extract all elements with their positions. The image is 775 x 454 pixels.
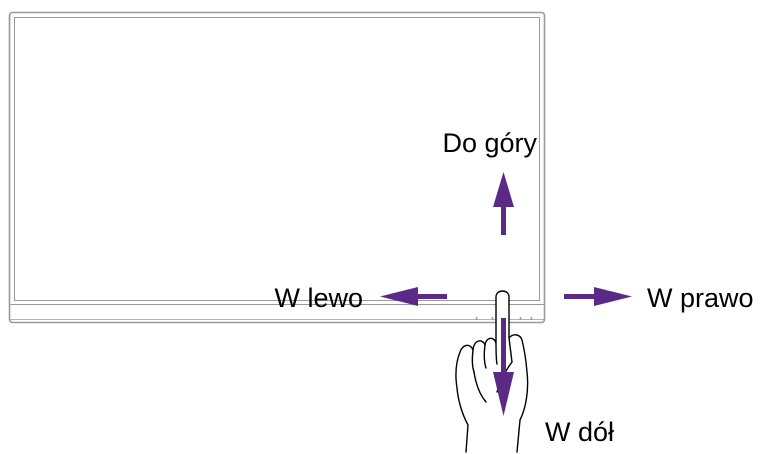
arrow-left-icon	[380, 287, 447, 306]
monitor-icon	[8, 11, 546, 324]
label-right: W prawo	[647, 283, 754, 313]
arrow-right-icon	[564, 287, 632, 306]
label-left: W lewo	[274, 283, 363, 313]
monitor-screen	[14, 17, 540, 301]
label-down: W dół	[545, 417, 614, 447]
arrow-up-icon	[493, 172, 514, 235]
monitor-outer-frame	[8, 11, 546, 324]
pointing-hand-icon	[455, 290, 529, 453]
arrow-down-icon	[493, 318, 514, 416]
label-up: Do góry	[442, 128, 537, 158]
